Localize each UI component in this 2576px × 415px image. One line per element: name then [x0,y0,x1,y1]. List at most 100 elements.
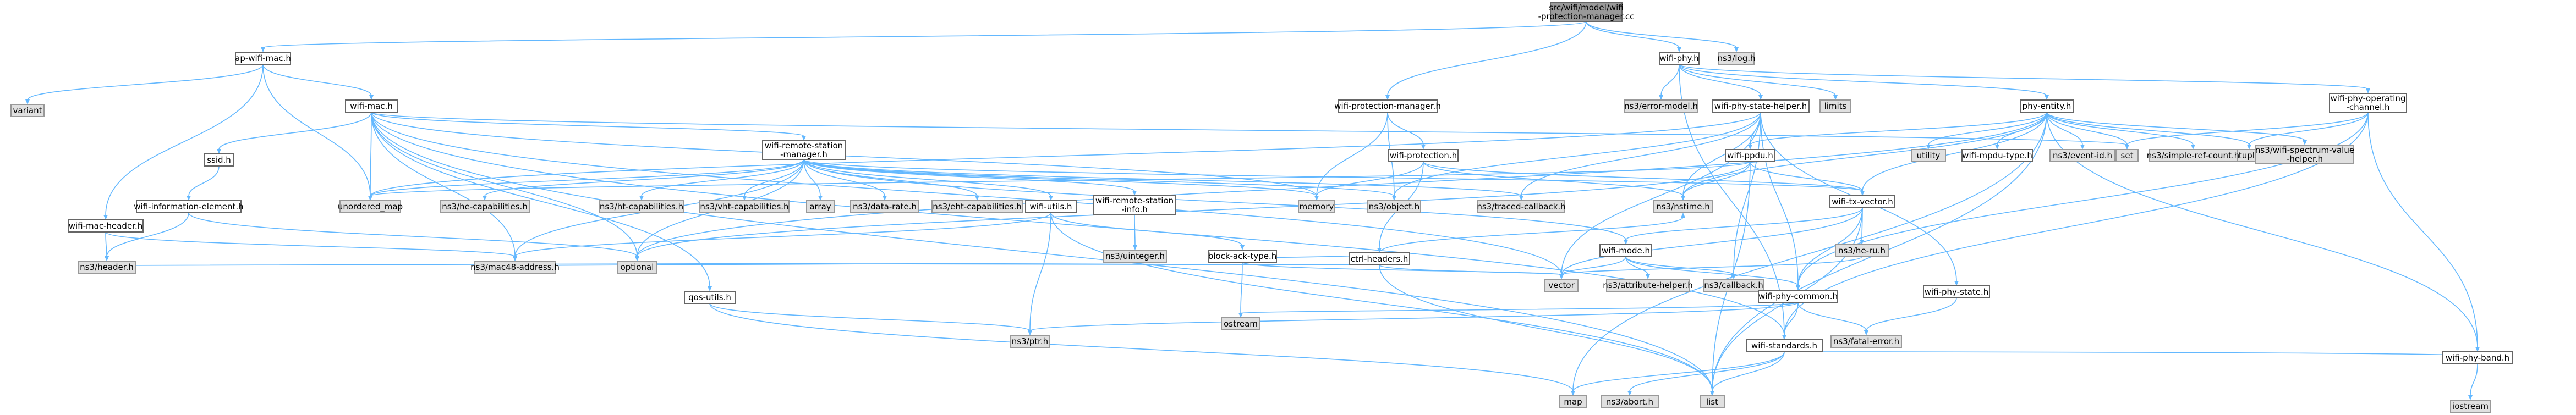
node-wifi-phy-op-channel[interactable]: wifi-phy-operating-channel.h [2329,93,2407,113]
edge-wifi_utils-to-ns3_ptr [1028,212,1051,335]
edge-wifi_phy_op_channel-to-set [2125,112,2369,150]
edge-wifi_phy_state_helper-to-vector [1559,112,1761,279]
node-label: wifi-phy-state.h [1925,287,1989,297]
node-ctrl-headers[interactable]: ctrl-headers.h [1349,252,1410,265]
edge-ap_wifi_mac-to-variant [25,64,264,104]
node-label: wifi-mpdu-type.h [1962,151,2032,161]
node-label: utility [1917,151,1941,161]
edge-wifi_rsm-to-ht_caps [639,159,804,201]
edge-wifi_phy_band-to-iostream [2468,363,2478,400]
node-unordered-map: unordered_map [338,200,403,213]
node-wifi-mac[interactable]: wifi-mac.h [345,99,398,113]
node-wifi-tx-vector[interactable]: wifi-tx-vector.h [1829,195,1895,208]
node-memory: memory [1298,200,1335,213]
node-ns3-log: ns3/log.h [1717,52,1756,65]
node-label: ns3/ptr.h [1012,336,1048,346]
node-set: set [2115,149,2139,162]
node-ns3-he-ru: ns3/he-ru.h [1835,244,1889,257]
node-qos-utils[interactable]: qos-utils.h [684,291,736,304]
edge-wifi_phy_state_helper-to-ns3_traced_callback [1519,112,1761,201]
edge-wifi_mac-to-wifi_rsm [371,112,806,141]
node-vht-caps: ns3/vht-capabilities.h [699,200,790,213]
node-label: wifi-phy-common.h [1758,291,1838,301]
edge-wifi_mode-to-ns3_attr_helper [1625,256,1650,279]
node-wifi-phy[interactable]: wifi-phy.h [1659,52,1700,65]
node-wifi-phy-state-helper[interactable]: wifi-phy-state-helper.h [1712,99,1810,113]
node-label: wifi-information-element.h [134,202,243,212]
edge-wifi_info_element-to-optional [188,212,639,261]
edge-block_ack_type-to-ostream [1238,262,1243,318]
edge-wifi_rsm-to-wifi_rsi [803,159,1137,196]
edge-root-to-ap_wifi_mac [261,21,1587,52]
edge-wifi_utils-to-block_ack_type [1050,212,1245,250]
edge-wifi_ppdu-to-ns3_nstime [1681,161,1751,201]
node-wifi-protection[interactable]: wifi-protection.h [1388,149,1459,162]
node-wifi-utils[interactable]: wifi-utils.h [1025,200,1077,213]
node-wifi-mode[interactable]: wifi-mode.h [1599,244,1652,257]
node-label: ns3/mac48-address.h [470,262,560,272]
edge-wifi_rsm-to-he_caps [483,159,804,201]
node-wifi-mac-header[interactable]: wifi-mac-header.h [68,219,144,233]
node-label: array [809,202,831,212]
node-label: ns3/ht-capabilities.h [600,202,683,212]
node-ns3-ptr: ns3/ptr.h [1010,335,1050,348]
node-label: wifi-phy-operating [2331,93,2406,103]
node-wifi-ppdu[interactable]: wifi-ppdu.h [1725,149,1775,162]
node-wifi-rsi[interactable]: wifi-remote-station-info.h [1093,195,1176,215]
node-wifi-protection-manager[interactable]: wifi-protection-manager.h [1334,99,1441,113]
node-label: limits [1824,101,1847,111]
edge-ssid-to-wifi_info_element [187,165,220,201]
node-label: iostream [2452,401,2489,411]
edge-wifi_phy-to-wifi_phy_state_helper [1679,64,1763,100]
node-ssid[interactable]: ssid.h [204,153,234,167]
node-ap-wifi-mac[interactable]: ap-wifi-mac.h [235,52,291,65]
node-wifi-phy-band[interactable]: wifi-phy-band.h [2442,351,2513,364]
node-wifi-phy-state[interactable]: wifi-phy-state.h [1923,285,1990,298]
edge-wifi_phy-to-limits [1679,64,1838,100]
node-ns3-simple-ref-count: ns3/simple-ref-count.h [2147,149,2239,162]
node-label: ns3/uinteger.h [1105,251,1165,261]
node-label: wifi-standards.h [1751,341,1817,351]
edge-wifi_phy_op_channel-to-tuple [2247,112,2369,150]
edge-wifi_info_element-to-ns3_header [105,212,189,261]
node-ht-caps: ns3/ht-capabilities.h [599,200,684,213]
node-array: array [806,200,835,213]
edge-wifi_mac_header-to-ns3_mac48 [105,231,517,261]
node-block-ack-type[interactable]: block-ack-type.h [1208,250,1277,263]
node-wifi-rsm[interactable]: wifi-remote-station-manager.h [762,140,846,160]
edge-wifi_ppdu-to-optional [635,161,1751,261]
edge-phy_entity-to-ns3_wifi_spectrum [2046,112,2307,145]
node-label: ctrl-headers.h [1351,254,1408,264]
node-wifi-info-element[interactable]: wifi-information-element.h [134,200,244,213]
edge-wifi_utils-to-ns3_mac48 [513,212,1051,261]
edge-root-to-wifi_phy [1586,21,1681,52]
edge-wifi_standards-to-wifi_phy_band [1784,351,2480,357]
node-wifi-phy-common[interactable]: wifi-phy-common.h [1758,290,1838,303]
node-label: ns3/header.h [80,262,134,272]
node-label: src/wifi/model/wifi [1549,3,1624,13]
edge-wifi_mode-to-wifi_phy_common [1625,256,1800,290]
node-optional: optional [617,261,657,274]
edge-wifi_mode-to-ns3_callback [1625,256,1736,279]
node-phy-entity[interactable]: phy-entity.h [2020,99,2074,113]
node-label: ns3/he-capabilities.h [442,202,528,212]
edge-wifi_phy-to-wifi_phy_op_channel [1679,64,2370,93]
node-ns3-abort: ns3/abort.h [1601,395,1659,408]
node-label: list [1706,397,1718,407]
node-label: block-ack-type.h [1208,251,1277,261]
node-label: ostream [1224,319,1258,329]
node-label: ns3/vht-capabilities.h [700,202,788,212]
node-label: wifi-remote-station [1095,196,1174,206]
node-ns3-attr-helper: ns3/attribute-helper.h [1603,279,1693,292]
node-label: set [2121,151,2134,161]
edge-wifi_rsi-to-ns3_uinteger [1133,214,1137,250]
edge-ns3_he_ru-to-vector [1559,256,1862,279]
node-wifi-mpdu-type[interactable]: wifi-mpdu-type.h [1961,149,2033,162]
node-wifi-standards[interactable]: wifi-standards.h [1746,339,1823,352]
node-vector: vector [1544,279,1579,292]
node-label: wifi-protection-manager.h [1334,101,1441,111]
node-label: ns3/fatal-error.h [1833,336,1899,346]
node-label: wifi-tx-vector.h [1832,197,1893,207]
edge-wifi_standards-to-ns3_abort [1627,351,1785,396]
edge-wifi_protection-to-memory [1314,161,1424,201]
